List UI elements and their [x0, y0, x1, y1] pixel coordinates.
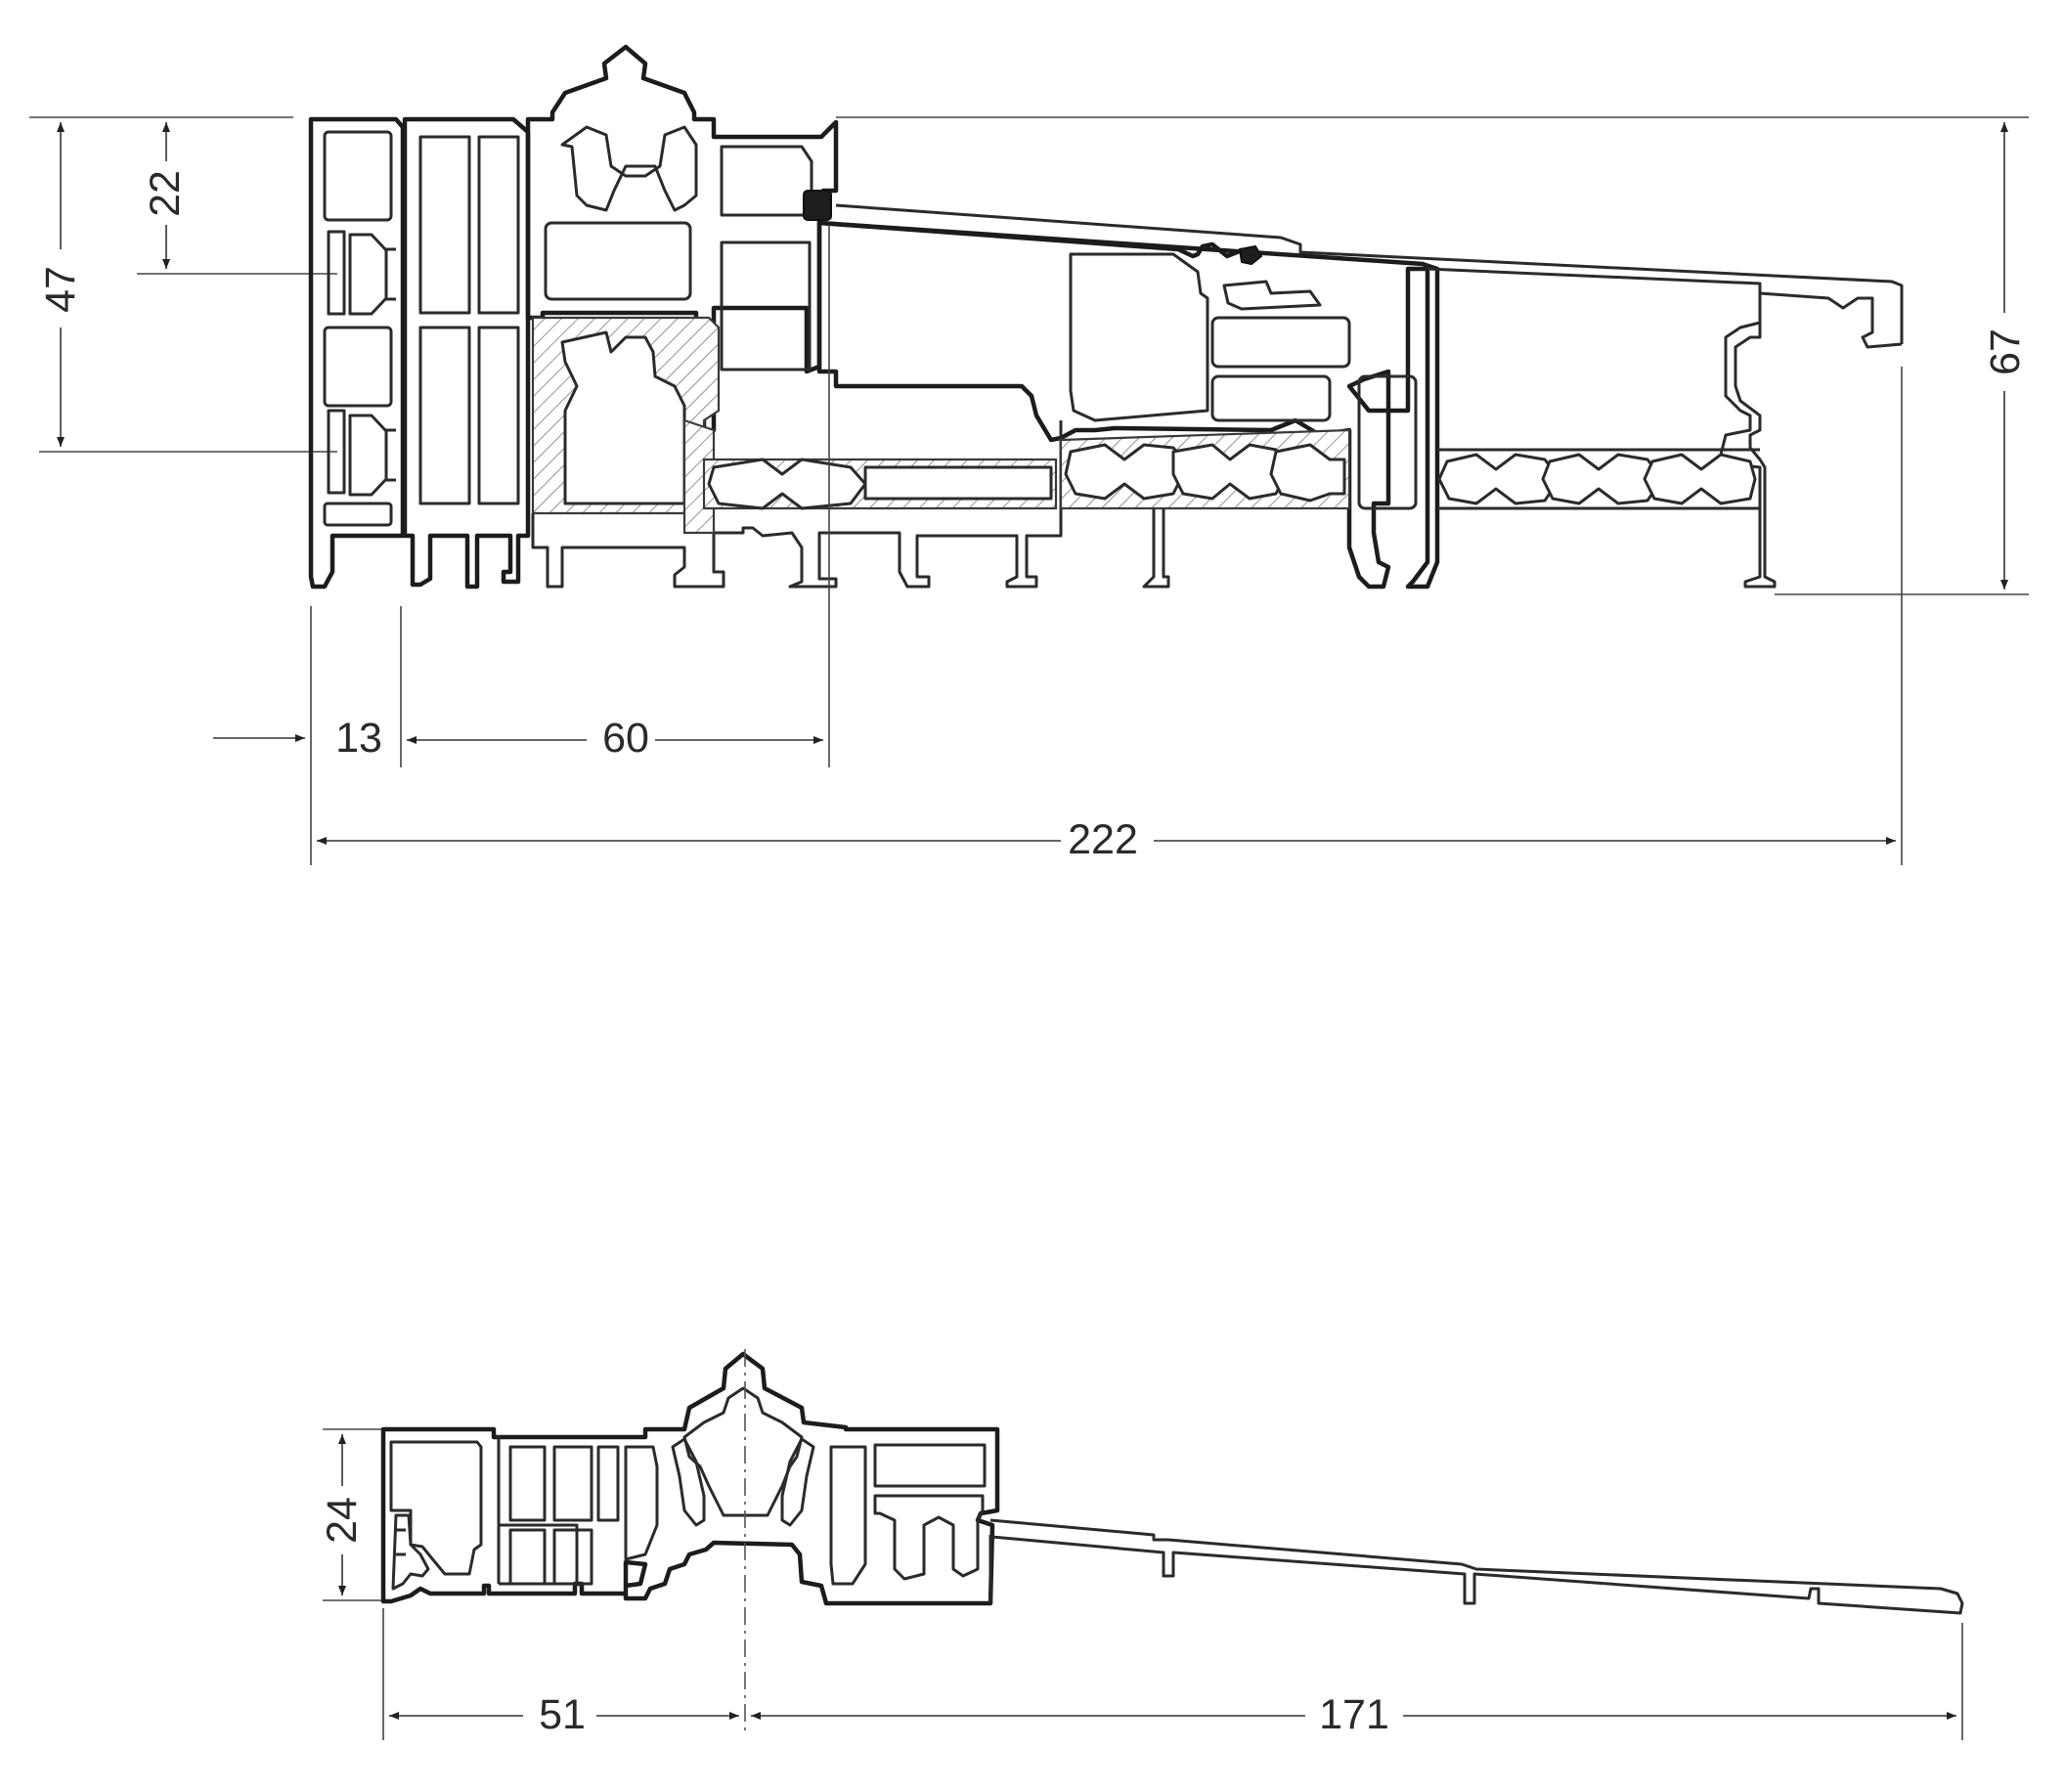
dim-label-60: 60	[602, 715, 649, 762]
sill-extension-profile	[1427, 267, 1903, 589]
dim-label-171: 171	[1319, 1691, 1389, 1738]
dim-label-47: 47	[37, 266, 84, 313]
threshold-main-profile	[380, 1351, 1000, 1606]
glazing-top-line	[835, 203, 1904, 344]
sash-outer-profile	[308, 116, 406, 590]
dim-label-13: 13	[335, 715, 382, 762]
lower-profile-section: 24 51 171	[319, 1349, 1964, 1740]
dim-label-22: 22	[142, 170, 189, 217]
dim-label-67: 67	[1982, 328, 2029, 375]
dim-label-222: 222	[1068, 816, 1138, 863]
glazing-gasket	[803, 190, 832, 221]
sill-middle-profile	[816, 220, 1440, 590]
dim-label-24: 24	[319, 1497, 366, 1544]
dim-label-51: 51	[539, 1691, 586, 1738]
threshold-snap-clip	[682, 1386, 804, 1517]
frame-inner-profile	[402, 116, 531, 590]
upper-profile-section: 22 47 67 13 60 222	[29, 44, 2029, 865]
frame-lower-profile	[531, 420, 1063, 589]
threshold-ramp	[989, 1518, 1964, 1615]
